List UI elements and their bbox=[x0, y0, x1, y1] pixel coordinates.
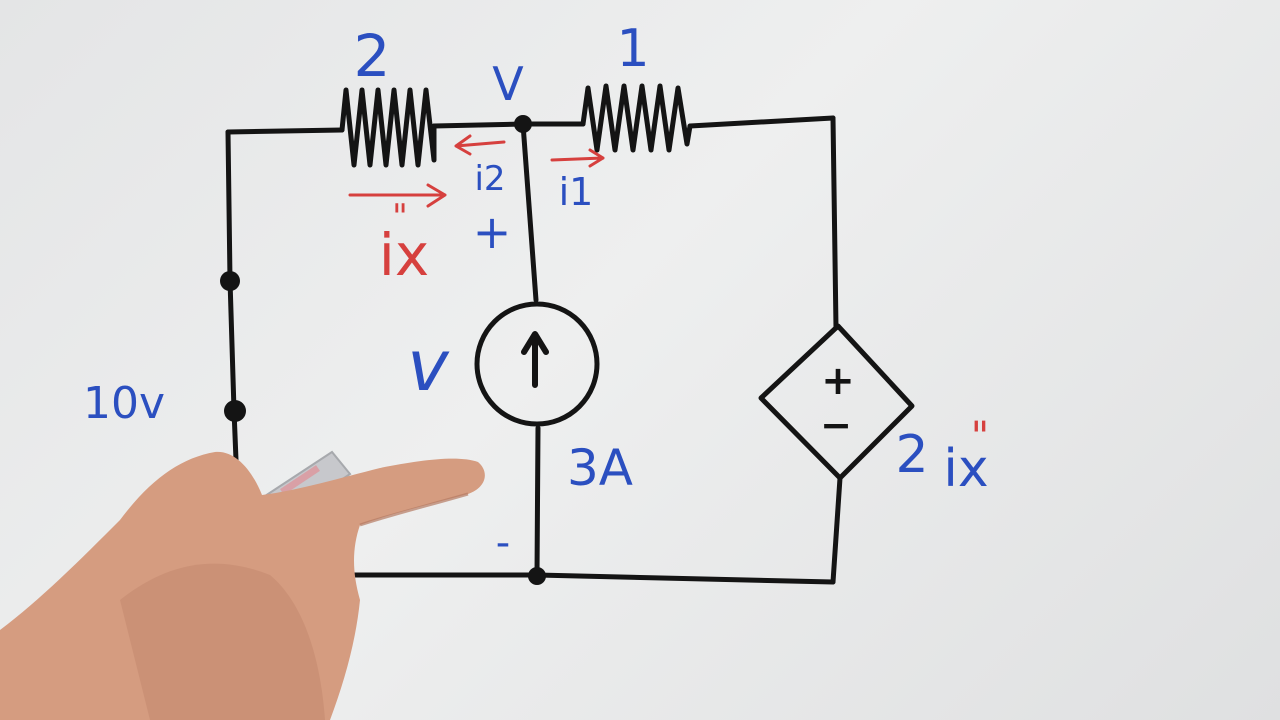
voltage-minus-sign: - bbox=[496, 520, 510, 566]
dep-source-plus: + bbox=[821, 358, 855, 404]
resistor-right-value: 1 bbox=[616, 19, 649, 79]
wire-top-left bbox=[225, 127, 345, 135]
hand bbox=[0, 450, 485, 720]
node-bottom-dot bbox=[528, 567, 546, 585]
voltage-source-terminal-bottom bbox=[224, 400, 246, 422]
arrow-ix-icon bbox=[348, 183, 447, 208]
source-voltage-label: v bbox=[407, 325, 450, 407]
node-v-dot bbox=[514, 115, 532, 133]
resistor-left-value: 2 bbox=[354, 22, 391, 90]
current-i1-label: i1 bbox=[559, 170, 594, 214]
current-i2-label: i2 bbox=[474, 159, 505, 199]
dep-source-coefficient: 2 bbox=[895, 425, 928, 485]
arrow-up-icon bbox=[521, 331, 549, 388]
resistor-left bbox=[339, 87, 437, 168]
node-v-label: V bbox=[492, 57, 524, 111]
voltage-plus-sign: + bbox=[473, 205, 512, 259]
current-ix-primes: " bbox=[392, 197, 408, 237]
current-ix-label: ix bbox=[379, 221, 429, 289]
wire-right-bottom bbox=[830, 475, 843, 585]
dependent-voltage-source: + − bbox=[758, 323, 915, 481]
dep-source-minus: − bbox=[820, 403, 852, 447]
arrow-i1-icon bbox=[550, 148, 605, 168]
arrow-i2-icon bbox=[454, 134, 506, 156]
wire-top-right bbox=[687, 115, 836, 129]
voltage-source-label: 10v bbox=[83, 378, 165, 429]
wire-center-bottom bbox=[534, 425, 541, 578]
current-arrows bbox=[348, 134, 605, 208]
dep-source-primes: " bbox=[971, 414, 989, 460]
resistor-right bbox=[580, 83, 693, 153]
wire-left-vertical bbox=[225, 129, 239, 463]
wire-right-top bbox=[830, 115, 839, 331]
current-source-label: 3A bbox=[567, 439, 633, 497]
current-source bbox=[474, 301, 600, 427]
voltage-source-terminal-top bbox=[220, 271, 240, 291]
wire-bottom bbox=[342, 572, 836, 585]
wire-top-mid-left bbox=[431, 121, 526, 129]
dep-source-variable: ix bbox=[943, 439, 988, 499]
wire-center-top bbox=[520, 121, 539, 303]
